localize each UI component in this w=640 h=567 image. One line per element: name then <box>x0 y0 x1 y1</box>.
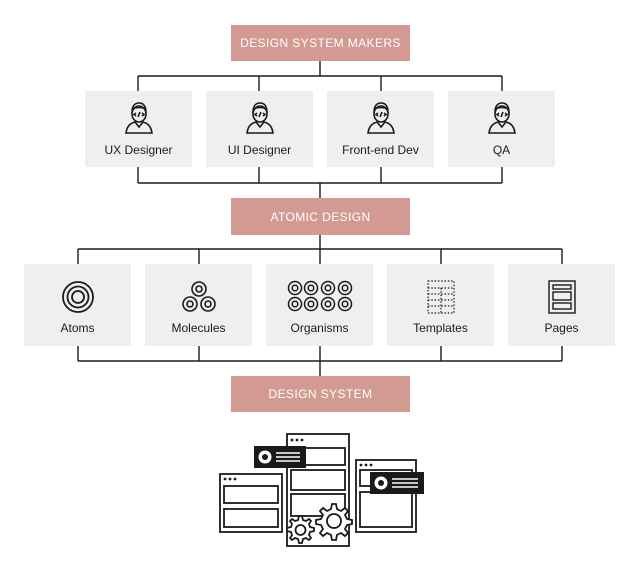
design-system-makers-banner: DESIGN SYSTEM MAKERS <box>231 25 410 61</box>
dotted-grid-icon <box>426 280 455 314</box>
role-card-front-end-dev: Front-end Dev <box>327 91 434 167</box>
circle-cluster-icon <box>181 281 216 312</box>
role-label: Front-end Dev <box>342 143 419 157</box>
stage-label: Molecules <box>171 321 226 335</box>
role-label: UX Designer <box>104 143 173 157</box>
role-card-ui-designer: UI Designer <box>206 91 313 167</box>
developer-avatar-icon <box>245 102 274 134</box>
circle-grid-icon <box>287 280 352 312</box>
developer-avatar-icon <box>366 102 395 134</box>
role-label: UI Designer <box>227 143 292 157</box>
atomic-design-banner: ATOMIC DESIGN <box>231 198 410 235</box>
developer-avatar-icon <box>487 102 516 134</box>
role-card-qa: QA <box>448 91 555 167</box>
stage-card-pages: Pages <box>508 264 615 346</box>
stage-card-atoms: Atoms <box>24 264 131 346</box>
concentric-circles-icon <box>61 281 94 313</box>
stage-label: Organisms <box>290 321 349 335</box>
stage-card-organisms: Organisms <box>266 264 373 346</box>
design-system-banner: DESIGN SYSTEM <box>231 376 410 412</box>
stage-label: Templates <box>413 321 468 335</box>
stage-label: Atoms <box>60 321 95 335</box>
stage-card-molecules: Molecules <box>145 264 252 346</box>
stage-card-templates: Templates <box>387 264 494 346</box>
role-label: QA <box>492 143 511 157</box>
page-layout-icon <box>547 280 576 314</box>
role-card-ux-designer: UX Designer <box>85 91 192 167</box>
developer-avatar-icon <box>124 102 153 134</box>
design-system-windows-gears-icon <box>219 433 424 547</box>
stage-label: Pages <box>544 321 579 335</box>
